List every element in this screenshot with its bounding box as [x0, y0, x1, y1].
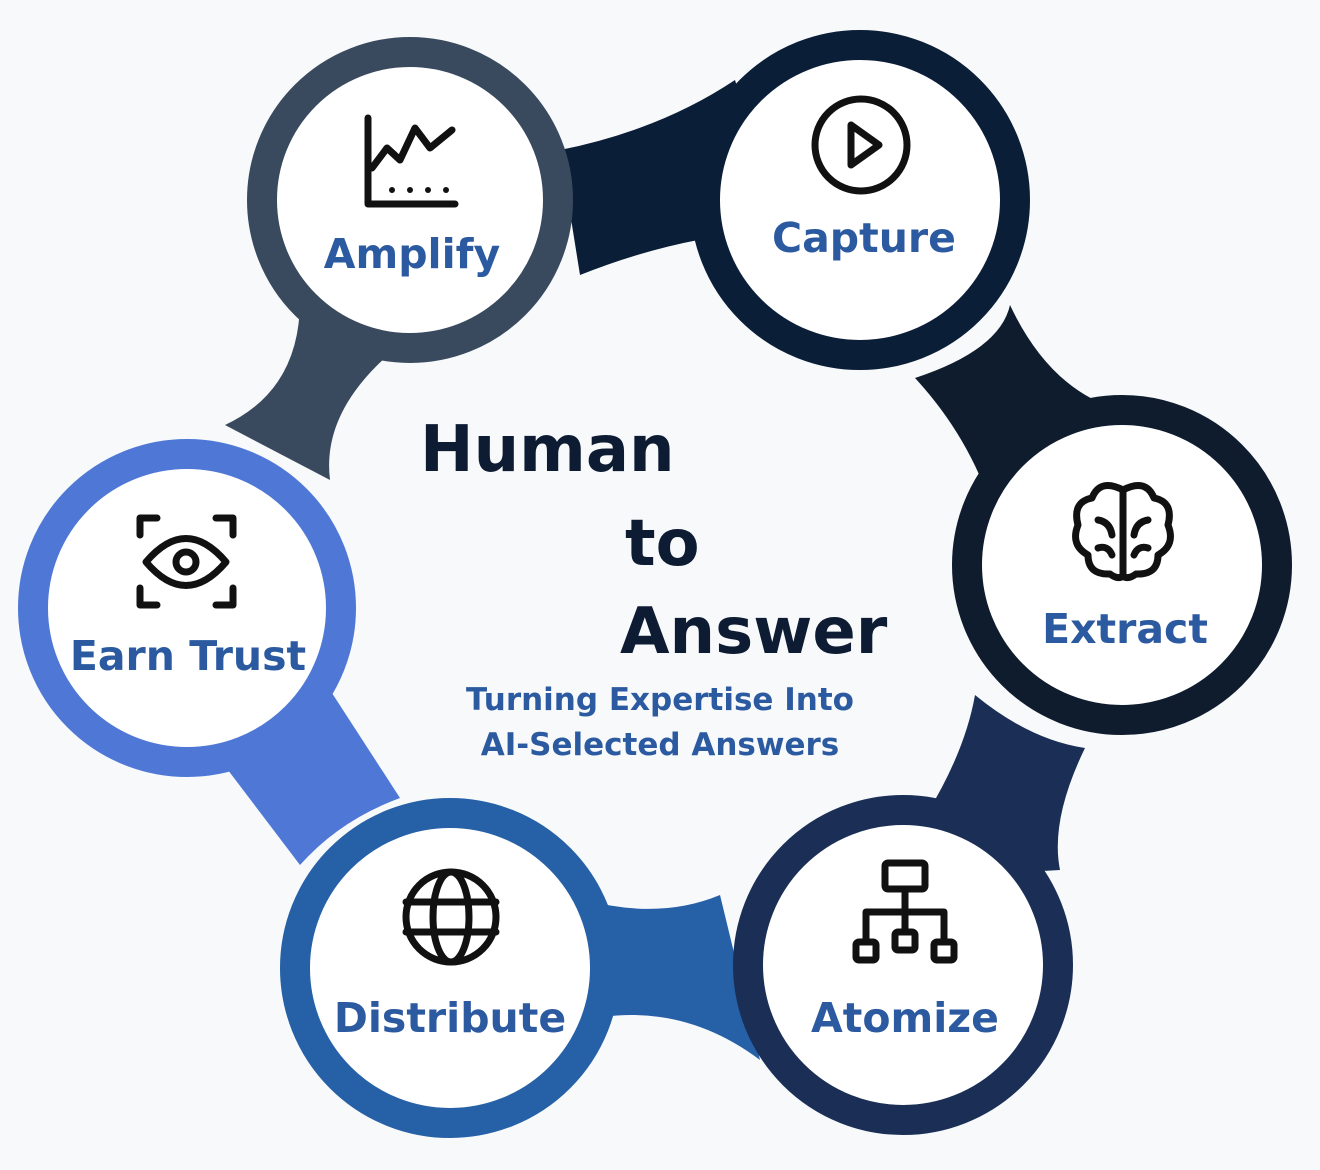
ring-distribute	[280, 798, 620, 1138]
node-label-amplify: Amplify	[324, 230, 500, 278]
subtitle: Turning Expertise Into AI-Selected Answe…	[410, 678, 910, 768]
node-label-distribute: Distribute	[334, 994, 566, 1042]
ring-capture	[690, 30, 1030, 370]
title-line-2: to	[625, 507, 700, 581]
connector-atomize-distribute	[585, 895, 760, 1060]
ring-atomize	[733, 795, 1073, 1135]
play-button-icon	[811, 95, 911, 195]
eye-scan-icon	[136, 514, 237, 609]
hierarchy-icon	[852, 859, 958, 964]
node-rings	[18, 30, 1292, 1138]
node-labels: Amplify Capture Extract Atomize Distribu…	[70, 214, 1208, 1042]
ring-earn-trust	[18, 439, 356, 777]
globe-icon	[402, 868, 500, 966]
node-label-atomize: Atomize	[811, 994, 999, 1042]
line-chart-icon	[364, 114, 459, 208]
node-label-capture: Capture	[772, 214, 956, 262]
title-line-3: Answer	[620, 595, 888, 669]
brain-icon	[1072, 482, 1174, 582]
ring-amplify	[247, 37, 573, 363]
title-line-1: Human	[420, 413, 675, 487]
subtitle-line-2: AI-Selected Answers	[480, 727, 840, 763]
node-label-extract: Extract	[1042, 605, 1208, 653]
node-label-earn-trust: Earn Trust	[70, 632, 306, 680]
subtitle-line-1: Turning Expertise Into	[466, 682, 854, 718]
